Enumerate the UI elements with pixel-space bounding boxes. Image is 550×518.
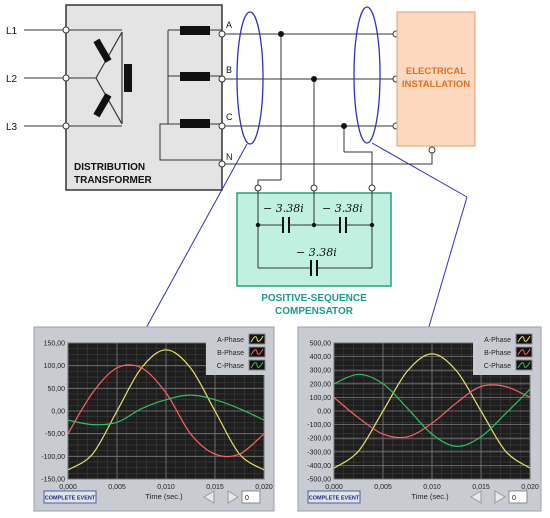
event-counter-value: 0	[245, 495, 249, 502]
legend-label: C-Phase	[217, 363, 244, 370]
step-forward-icon[interactable]	[494, 490, 506, 504]
event-counter-value: 0	[512, 495, 516, 502]
x-tick-label: 0,005	[374, 484, 392, 491]
legend-label: A-Phase	[217, 337, 244, 344]
pointer-line-left	[144, 143, 248, 331]
y-tick-label: 100,00	[44, 363, 66, 370]
complete-event-button[interactable]: COMPLETE EVENT	[307, 490, 361, 504]
complete-event-button[interactable]: COMPLETE EVENT	[43, 490, 97, 504]
complete-event-button-label: COMPLETE EVENT	[45, 496, 96, 502]
event-counter[interactable]	[508, 490, 528, 504]
y-tick-label: -50,00	[45, 431, 65, 438]
x-tick-label: 0,020	[521, 484, 539, 491]
line-label-l2: L2	[6, 74, 18, 85]
plot-panel-right: 500,00 400,00 300,00 200,00 100,00 0,00 -100,0…	[297, 326, 542, 512]
transformer-label-line1: DISTRIBUTION	[74, 162, 145, 173]
line-label-l3: L3	[6, 122, 18, 133]
legend-swatch-line	[517, 361, 531, 369]
legend-swatch-line	[250, 361, 264, 369]
y-tick-label: 300,00	[310, 368, 332, 375]
positive-sequence-compensator: − 3.38i − 3.38i − 3.38i POSITIVE-SEQUENC…	[236, 184, 392, 317]
x-tick-label: 0,010	[423, 484, 441, 491]
series-line-b-phase	[333, 384, 531, 439]
x-tick-label: 0,020	[255, 484, 273, 491]
x-tick-label: 0,000	[59, 484, 77, 491]
complete-event-button-bg[interactable]	[43, 490, 97, 504]
series-line-a-phase	[67, 349, 265, 471]
x-axis-label: Time (sec.)	[411, 492, 449, 501]
pointer-line-right-b	[427, 196, 468, 331]
installation-label-line1: ELECTRICAL	[406, 66, 466, 77]
installation-box	[396, 11, 476, 147]
y-tick-label: -500,00	[307, 477, 331, 484]
bus-label-a: A	[226, 20, 232, 30]
compensator-title-line1: POSITIVE-SEQUENCE	[261, 293, 367, 304]
y-tick-label: 50,00	[47, 386, 65, 393]
y-tick-label: 0,00	[317, 409, 331, 416]
input-lines: L1 L2 L3	[6, 26, 70, 133]
measurement-ellipse-right	[353, 6, 381, 144]
legend-swatch-line	[250, 335, 264, 343]
cap-top-right-label: − 3.38i	[322, 202, 363, 215]
complete-event-button-bg[interactable]	[307, 490, 361, 504]
bus-label-c: C	[226, 112, 233, 122]
x-tick-label: 0,000	[325, 484, 343, 491]
legend-swatch-line	[517, 348, 531, 356]
y-tick-label: 500,00	[310, 341, 332, 348]
y-tick-label: 0,00	[51, 409, 65, 416]
series-line-a-phase	[333, 353, 531, 469]
plot-panels: 150,00 100,00 50,00 0,00 -50,00 -100,00 -150,0…	[33, 326, 542, 512]
y-tick-label: -100,00	[307, 422, 331, 429]
complete-event-button-label: COMPLETE EVENT	[309, 496, 360, 502]
event-counter[interactable]	[241, 490, 261, 504]
y-tick-label: -300,00	[307, 449, 331, 456]
legend-label: A-Phase	[484, 337, 511, 344]
legend-swatch-line	[517, 335, 531, 343]
y-tick-label: -200,00	[307, 436, 331, 443]
series-line-c-phase	[67, 394, 265, 426]
legend-label: B-Phase	[484, 350, 511, 357]
cap-bottom-label: − 3.38i	[296, 246, 337, 259]
step-back-icon[interactable]	[203, 490, 215, 504]
step-forward-icon[interactable]	[227, 490, 239, 504]
legend-label: B-Phase	[217, 350, 244, 357]
bus-label-b: B	[226, 65, 232, 75]
compensator-title-line2: COMPENSATOR	[275, 306, 354, 317]
bus-label-n: N	[226, 152, 233, 162]
step-back-icon[interactable]	[470, 490, 482, 504]
y-tick-label: -400,00	[307, 463, 331, 470]
line-label-l1: L1	[6, 26, 18, 37]
y-tick-label: 200,00	[310, 381, 332, 388]
legend-swatch-line	[250, 348, 264, 356]
plot-panel-left: 150,00 100,00 50,00 0,00 -50,00 -100,00 -150,0…	[33, 326, 275, 512]
y-tick-label: 400,00	[310, 354, 332, 361]
x-tick-label: 0,015	[206, 484, 224, 491]
y-tick-label: -150,00	[41, 477, 65, 484]
series-line-c-phase	[333, 373, 531, 448]
installation-label-line2: INSTALLATION	[402, 79, 470, 90]
x-tick-label: 0,005	[108, 484, 126, 491]
pointer-line-right-a	[371, 142, 468, 198]
x-tick-label: 0,010	[157, 484, 175, 491]
y-tick-label: 100,00	[310, 395, 332, 402]
y-tick-label: -100,00	[41, 454, 65, 461]
measurement-ellipse-left	[236, 11, 264, 145]
buses: A B C N	[218, 20, 436, 185]
series-line-b-phase	[67, 364, 265, 458]
measurement-markers	[144, 6, 468, 331]
x-tick-label: 0,015	[472, 484, 490, 491]
transformer-label-line2: TRANSFORMER	[74, 175, 153, 186]
cap-top-left-label: − 3.38i	[263, 202, 304, 215]
y-tick-label: 150,00	[44, 341, 66, 348]
electrical-installation: ELECTRICAL INSTALLATION	[396, 11, 476, 147]
legend-label: C-Phase	[484, 363, 511, 370]
distribution-transformer: DISTRIBUTION TRANSFORMER	[65, 4, 223, 191]
x-axis-label: Time (sec.)	[145, 492, 183, 501]
